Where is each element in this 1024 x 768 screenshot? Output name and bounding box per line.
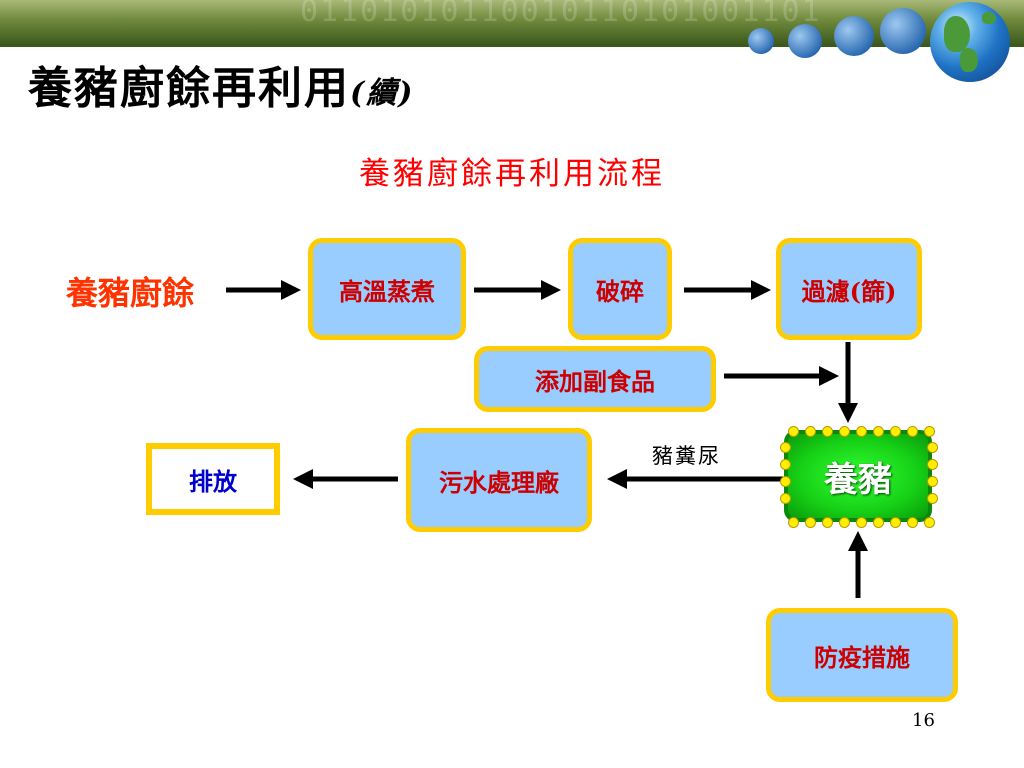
decor-dot [748,28,774,54]
yellow-dot-decoration [927,442,938,453]
yellow-dot-decoration [890,426,901,437]
node-discharge: 排放 [146,443,280,515]
yellow-dot-decoration [805,517,816,528]
node-steam-label: 高溫蒸煮 [339,276,435,306]
node-wastewater-label: 污水處理廠 [439,467,559,497]
page-title: 養豬廚餘再利用(續) [28,52,414,116]
yellow-dot-decoration [780,459,791,470]
node-discharge-inner: 排放 [152,449,274,509]
node-filter-label: 過濾(篩) [801,276,897,306]
yellow-dot-decoration [780,476,791,487]
edge-label-pig-manure: 豬糞尿 [652,444,721,468]
globe-icon [930,2,1010,82]
yellow-dot-decoration [856,426,867,437]
yellow-dot-decoration [907,517,918,528]
node-crush: 破碎 [568,238,672,340]
yellow-dot-decoration [780,493,791,504]
node-pig: 養豬 [784,430,932,522]
yellow-dot-decoration [805,426,816,437]
yellow-dot-decoration [788,517,799,528]
page-title-suffix: (續) [350,76,415,111]
node-filter: 過濾(篩) [776,238,922,340]
yellow-dot-decoration [822,426,833,437]
node-pig-label: 養豬 [824,459,892,500]
node-discharge-label: 排放 [189,466,237,496]
page-title-main: 養豬廚餘再利用 [28,63,350,114]
yellow-dot-decoration [839,517,850,528]
header-divider [0,44,1024,47]
node-wastewater: 污水處理廠 [406,428,592,532]
node-steam: 高溫蒸煮 [308,238,466,340]
yellow-dot-decoration [873,517,884,528]
node-epidemic: 防疫措施 [766,608,958,702]
yellow-dot-decoration [927,459,938,470]
yellow-dot-decoration [839,426,850,437]
yellow-dot-decoration [788,426,799,437]
yellow-dot-decoration [924,426,935,437]
node-additive: 添加副食品 [474,346,716,412]
node-additive-label: 添加副食品 [535,366,655,396]
yellow-dot-decoration [924,517,935,528]
yellow-dot-decoration [822,517,833,528]
binary-pattern-decoration: 01101010110010110101001101 [300,0,822,29]
decor-dot [834,16,874,56]
yellow-dot-decoration [927,493,938,504]
yellow-dot-decoration [856,517,867,528]
yellow-dot-decoration [927,476,938,487]
yellow-dot-decoration [873,426,884,437]
node-crush-label: 破碎 [596,276,644,306]
flow-title: 養豬廚餘再利用流程 [359,156,665,192]
yellow-dot-decoration [890,517,901,528]
yellow-dot-decoration [780,442,791,453]
decor-dot [788,24,822,58]
decor-dot [880,8,926,54]
yellow-dot-decoration [907,426,918,437]
page-number: 16 [912,710,935,731]
input-label-kitchen-waste: 養豬廚餘 [66,274,195,312]
node-epidemic-label: 防疫措施 [814,642,910,672]
